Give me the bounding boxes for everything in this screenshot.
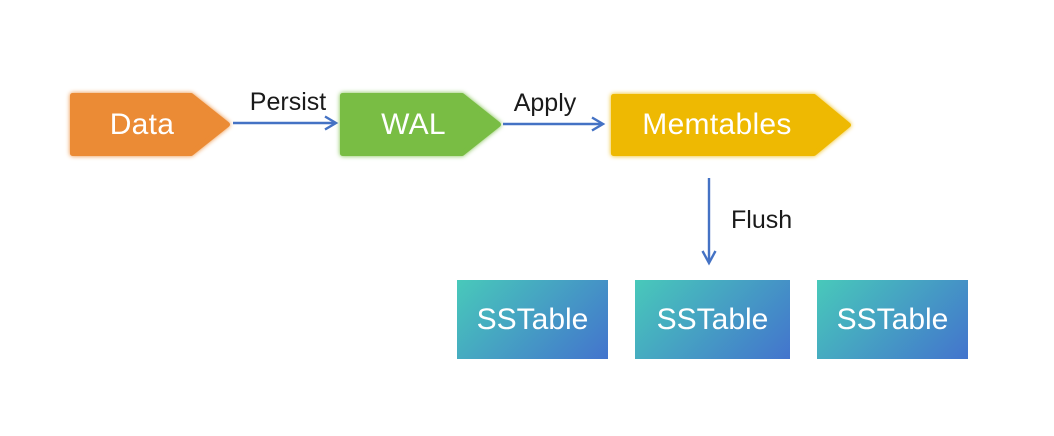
sstable-node-3: SSTable <box>817 280 968 359</box>
flush-edge-label: Flush <box>731 206 793 234</box>
sstable-node-2: SSTable <box>635 280 790 359</box>
wal-node: WAL <box>340 93 501 156</box>
sstable-node-1-label: SSTable <box>476 302 589 336</box>
persist-arrow <box>233 115 339 131</box>
wal-pentagon-shape <box>340 93 501 156</box>
wal-node-label: WAL <box>381 107 446 141</box>
data-node: Data <box>70 93 230 156</box>
sstable-node-1: SSTable <box>457 280 608 359</box>
sstable-node-2-label: SSTable <box>656 302 769 336</box>
apply-edge-label: Apply <box>513 89 577 117</box>
data-pentagon-shape <box>70 93 230 156</box>
memtables-node: Memtables <box>611 94 851 156</box>
memtables-pentagon-shape <box>611 94 851 156</box>
data-node-label: Data <box>109 107 175 141</box>
sstable-node-3-label: SSTable <box>836 302 949 336</box>
flush-arrow <box>701 178 717 266</box>
persist-edge-label: Persist <box>249 88 327 116</box>
memtables-node-label: Memtables <box>642 108 792 141</box>
apply-arrow <box>503 116 606 132</box>
